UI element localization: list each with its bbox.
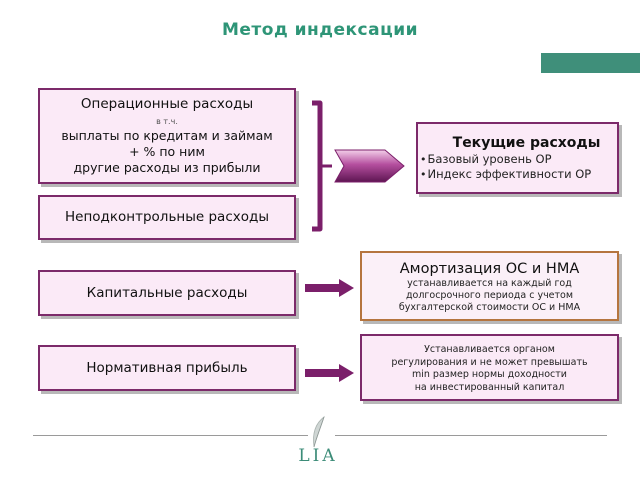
bracket-icon [312,100,323,232]
regulator-line: Устанавливается органом [424,344,555,355]
feather-icon [313,415,325,448]
list-item: •Индекс эффективности ОР [418,167,617,182]
amortization-line: бухгалтерской стоимости ОС и НМА [398,302,581,313]
operational-expenses-title: Операционные расходы [80,96,254,112]
profit-arrow-icon [305,364,354,382]
logo-text: LIA [298,446,338,466]
bullet-icon: • [420,153,427,166]
current-expenses-box: Текущие расходы •Базовый уровень ОР •Инд… [416,122,619,194]
base-level-label: Базовый уровень ОР [427,152,552,166]
capital-arrow-icon [305,279,354,297]
regulator-box: Устанавливается органом регулирования и … [360,334,619,401]
regulator-line: регулирования и не может превышать [391,356,588,368]
regulator-line: min размер нормы доходности [412,369,567,380]
amortization-box: Амортизация ОС и НМА устанавливается на … [360,251,619,321]
capital-expenses-box: Капитальные расходы [38,270,296,316]
footer-divider-right [335,435,607,436]
accent-bar [541,53,640,73]
including-label: в т.ч. [156,117,178,126]
uncontrolled-expenses-box: Неподконтрольные расходы [38,195,296,240]
regulator-line: на инвестированный капитал [414,381,565,393]
amortization-line: устанавливается на каждый год [407,278,572,289]
list-item: •Базовый уровень ОР [418,152,617,167]
amortization-title: Амортизация ОС и НМА [399,261,580,277]
amortization-line: долгосрочного периода с учетом [405,290,574,301]
interest-label: + % по ним [129,144,205,159]
operational-expenses-box: Операционные расходы в т.ч. выплаты по к… [38,88,296,184]
footer-divider-left [33,435,308,436]
bullet-icon: • [420,168,427,181]
normative-profit-box: Нормативная прибыль [38,345,296,391]
loan-payments-label: выплаты по кредитам и займам [61,128,273,143]
page-title: Метод индексации [221,20,419,40]
efficiency-index-label: Индекс эффективности ОР [427,167,592,181]
other-expenses-label: другие расходы из прибыли [73,160,261,175]
big-arrow-icon [334,149,405,183]
current-expenses-title: Текущие расходы [452,135,601,151]
